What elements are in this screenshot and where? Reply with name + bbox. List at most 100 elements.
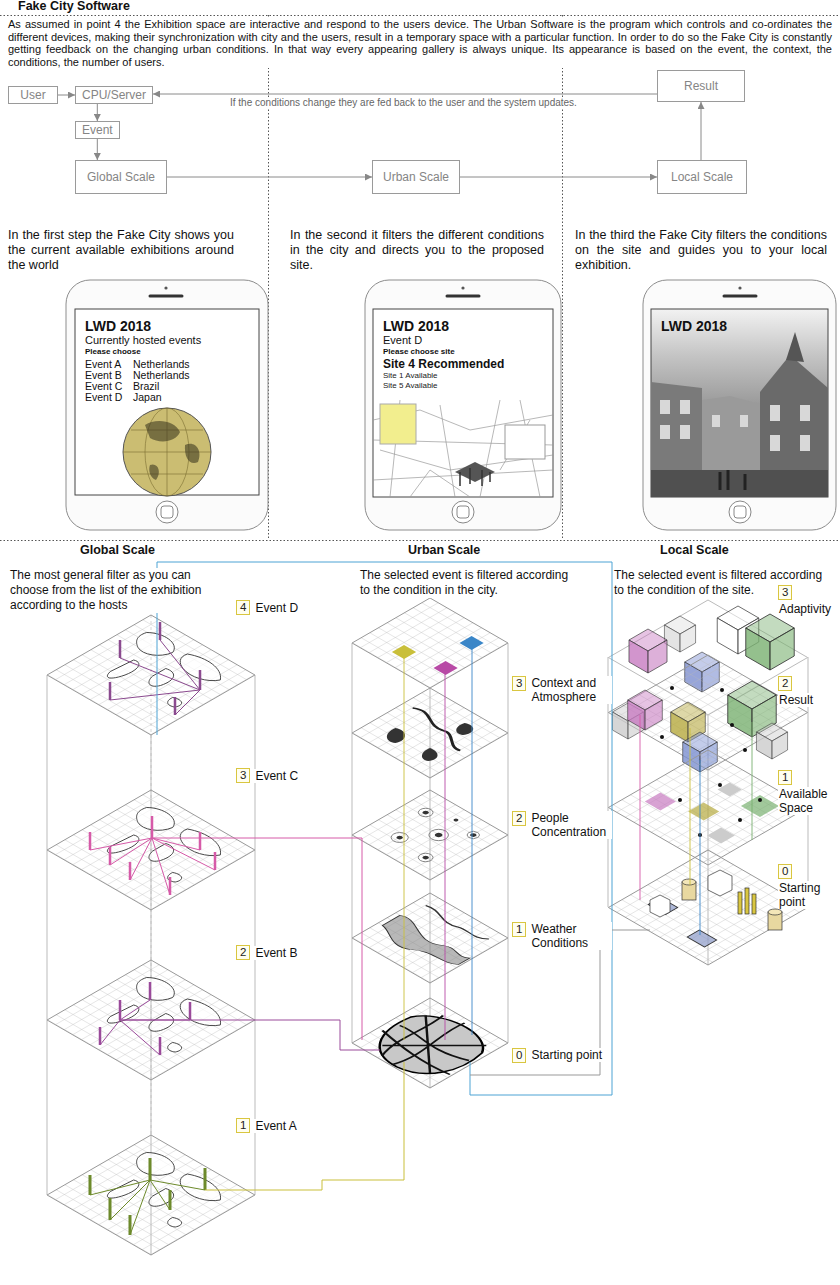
local-stack bbox=[746, 614, 794, 670]
flow-arrow bbox=[460, 177, 657, 178]
section-heading: Global Scale bbox=[80, 543, 155, 558]
box-label: User bbox=[20, 88, 45, 102]
urban-stack bbox=[352, 790, 508, 880]
phone-three bbox=[643, 280, 836, 530]
phone-two bbox=[373, 400, 553, 497]
phone-two bbox=[365, 280, 561, 530]
global-stack bbox=[110, 622, 200, 715]
local-stack bbox=[608, 600, 808, 965]
phone-one bbox=[123, 408, 211, 496]
callout-number: 1 bbox=[778, 770, 792, 785]
phone-two bbox=[457, 506, 469, 518]
local-stack bbox=[690, 728, 691, 885]
global-stack bbox=[100, 982, 190, 1055]
urban-stack bbox=[453, 818, 460, 822]
section-heading: Local Scale bbox=[660, 543, 729, 558]
urban-stack bbox=[433, 832, 443, 838]
step-text: In the second it filters the different c… bbox=[290, 228, 544, 273]
table-cell: Event C bbox=[85, 381, 133, 392]
phone-three bbox=[786, 332, 804, 362]
table-cell: Japan bbox=[133, 392, 249, 403]
table-cell: Event A bbox=[85, 359, 133, 370]
phone-screen: LWD 2018Event DPlease choose siteSite 4 … bbox=[373, 309, 553, 497]
callout-number: 2 bbox=[778, 676, 792, 691]
callout-number: 0 bbox=[778, 864, 792, 879]
layer-name: Result bbox=[778, 693, 814, 707]
screen-text: Please choose site bbox=[383, 347, 543, 357]
layer-label: 1Available Space bbox=[778, 770, 838, 815]
box-label: Event bbox=[82, 123, 113, 137]
phone-three bbox=[720, 470, 745, 490]
layer-label: 2Result bbox=[778, 676, 814, 707]
phone-one bbox=[66, 280, 268, 530]
screen-text: Site 5 Available bbox=[383, 381, 543, 391]
layer-name: Event C bbox=[254, 769, 299, 783]
layer-label: 4Event D bbox=[236, 600, 299, 615]
layer-name: Weather Conditions bbox=[530, 922, 612, 950]
urban-stack bbox=[352, 598, 508, 688]
local-stack bbox=[752, 894, 756, 914]
screen-text: Event D bbox=[383, 334, 543, 347]
layer-name: Adaptivity bbox=[778, 602, 832, 616]
global-stack bbox=[47, 790, 255, 910]
urban-stack bbox=[469, 833, 478, 838]
local-stack bbox=[629, 629, 667, 673]
diagram-title: Fake City Software bbox=[16, 0, 132, 13]
local-stack bbox=[743, 748, 747, 752]
phone-two bbox=[461, 286, 464, 289]
layer-name: Available Space bbox=[778, 787, 838, 815]
callout-number: 0 bbox=[512, 1048, 526, 1063]
table-cell: Netherlands bbox=[133, 370, 249, 381]
urban-stack bbox=[352, 598, 508, 1088]
global-stack bbox=[47, 790, 255, 910]
section-text: The most general filter as you can choos… bbox=[10, 568, 228, 613]
link-lines bbox=[157, 562, 612, 1095]
table-cell: Event D bbox=[85, 392, 133, 403]
link-lines bbox=[120, 1020, 380, 1050]
layer-name: Event A bbox=[254, 1119, 297, 1133]
step-text: In the third the Fake City filters the c… bbox=[575, 228, 827, 273]
step-text: In the first step the Fake City shows yo… bbox=[8, 228, 234, 273]
process-box: CPU/Server bbox=[75, 86, 153, 104]
callout-number: 1 bbox=[236, 1118, 250, 1133]
urban-stack bbox=[352, 688, 508, 778]
phone-two bbox=[460, 468, 490, 486]
box-label: Global Scale bbox=[87, 170, 155, 184]
callout-number: 2 bbox=[512, 811, 526, 826]
edge-label: If the conditions change they are fed ba… bbox=[228, 97, 579, 109]
phone-three bbox=[738, 286, 741, 289]
urban-stack bbox=[465, 830, 482, 840]
local-stack bbox=[640, 715, 641, 900]
process-box: Result bbox=[657, 70, 745, 102]
local-stack bbox=[628, 690, 663, 730]
local-stack bbox=[664, 616, 695, 652]
layer-name: Event B bbox=[254, 946, 298, 960]
phone-screen: LWD 2018 bbox=[651, 309, 828, 497]
box-label: Result bbox=[684, 79, 718, 93]
phone-two bbox=[455, 462, 495, 482]
local-stack bbox=[678, 798, 682, 802]
urban-stack bbox=[352, 790, 508, 880]
global-stack bbox=[100, 1000, 190, 1055]
local-stack bbox=[720, 688, 724, 692]
global-stack bbox=[90, 838, 215, 895]
flow-arrow bbox=[97, 139, 98, 160]
urban-stack bbox=[472, 643, 473, 1035]
callout-number: 3 bbox=[236, 768, 250, 783]
layer-name: Starting point bbox=[778, 881, 838, 909]
phone-one bbox=[123, 408, 211, 496]
global-stack bbox=[90, 816, 215, 895]
table-cell: Brazil bbox=[133, 381, 249, 392]
local-stack bbox=[741, 795, 779, 817]
global-stack bbox=[47, 675, 255, 1255]
phone-one bbox=[150, 295, 182, 298]
local-stack bbox=[730, 723, 734, 727]
global-stack bbox=[47, 1135, 255, 1255]
layer-name: Event D bbox=[254, 601, 299, 615]
process-box: User bbox=[8, 86, 58, 104]
phone-one bbox=[161, 506, 173, 518]
link-lines bbox=[120, 562, 650, 1190]
phone-three bbox=[651, 309, 828, 497]
phone-two bbox=[447, 295, 479, 298]
